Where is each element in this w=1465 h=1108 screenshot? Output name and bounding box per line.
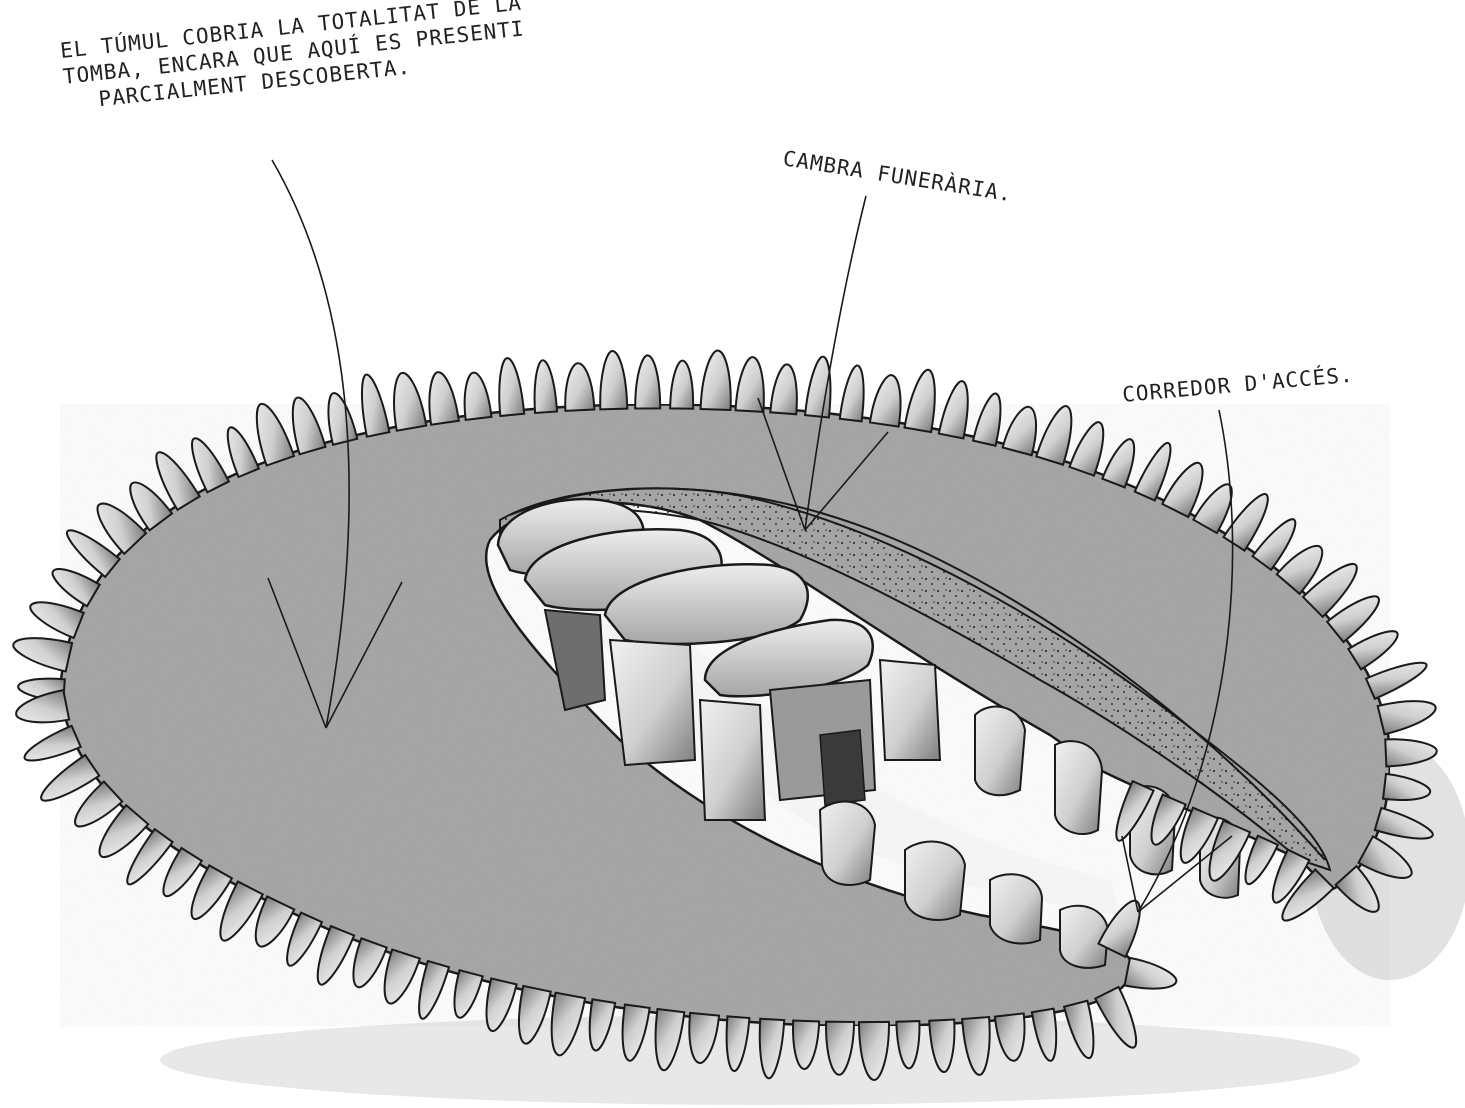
kerb-stone (1125, 958, 1179, 995)
kerb-stone (973, 391, 1007, 446)
kerb-stone (220, 423, 259, 477)
kerb-stone (47, 561, 100, 606)
kerb-stone (13, 690, 69, 729)
kerb-stone (532, 360, 557, 413)
kerb-stone (599, 351, 628, 410)
kerb-stone (670, 360, 694, 408)
kerb-stone (424, 370, 459, 424)
kerb-stone (635, 355, 660, 408)
kerb-stone (1003, 403, 1044, 455)
kerb-stone (25, 594, 83, 638)
kerb-stone (10, 631, 72, 672)
kerb-stone (939, 379, 975, 439)
kerb-stone (840, 364, 869, 421)
kerb-stone (1102, 435, 1141, 488)
kerb-stone (770, 363, 800, 414)
kerb-stone (20, 726, 81, 769)
kerb-stone (495, 357, 524, 416)
kerb-stone (355, 372, 390, 436)
kerb-stone (460, 371, 491, 420)
kerb-stone (905, 367, 942, 432)
kerb-stone (1378, 693, 1439, 734)
kerb-stone (412, 961, 449, 1022)
kerb-stone (387, 370, 426, 430)
kerb-stone (563, 363, 594, 411)
kerb-stone (448, 970, 483, 1021)
kerb-stone (701, 350, 733, 410)
kerb-stone (1366, 654, 1431, 698)
kerb-stone (870, 373, 906, 427)
kerb-stone (345, 938, 386, 991)
kerb-stone (1070, 418, 1112, 476)
kerb-stone (735, 356, 766, 412)
kerb-stone (321, 390, 357, 444)
